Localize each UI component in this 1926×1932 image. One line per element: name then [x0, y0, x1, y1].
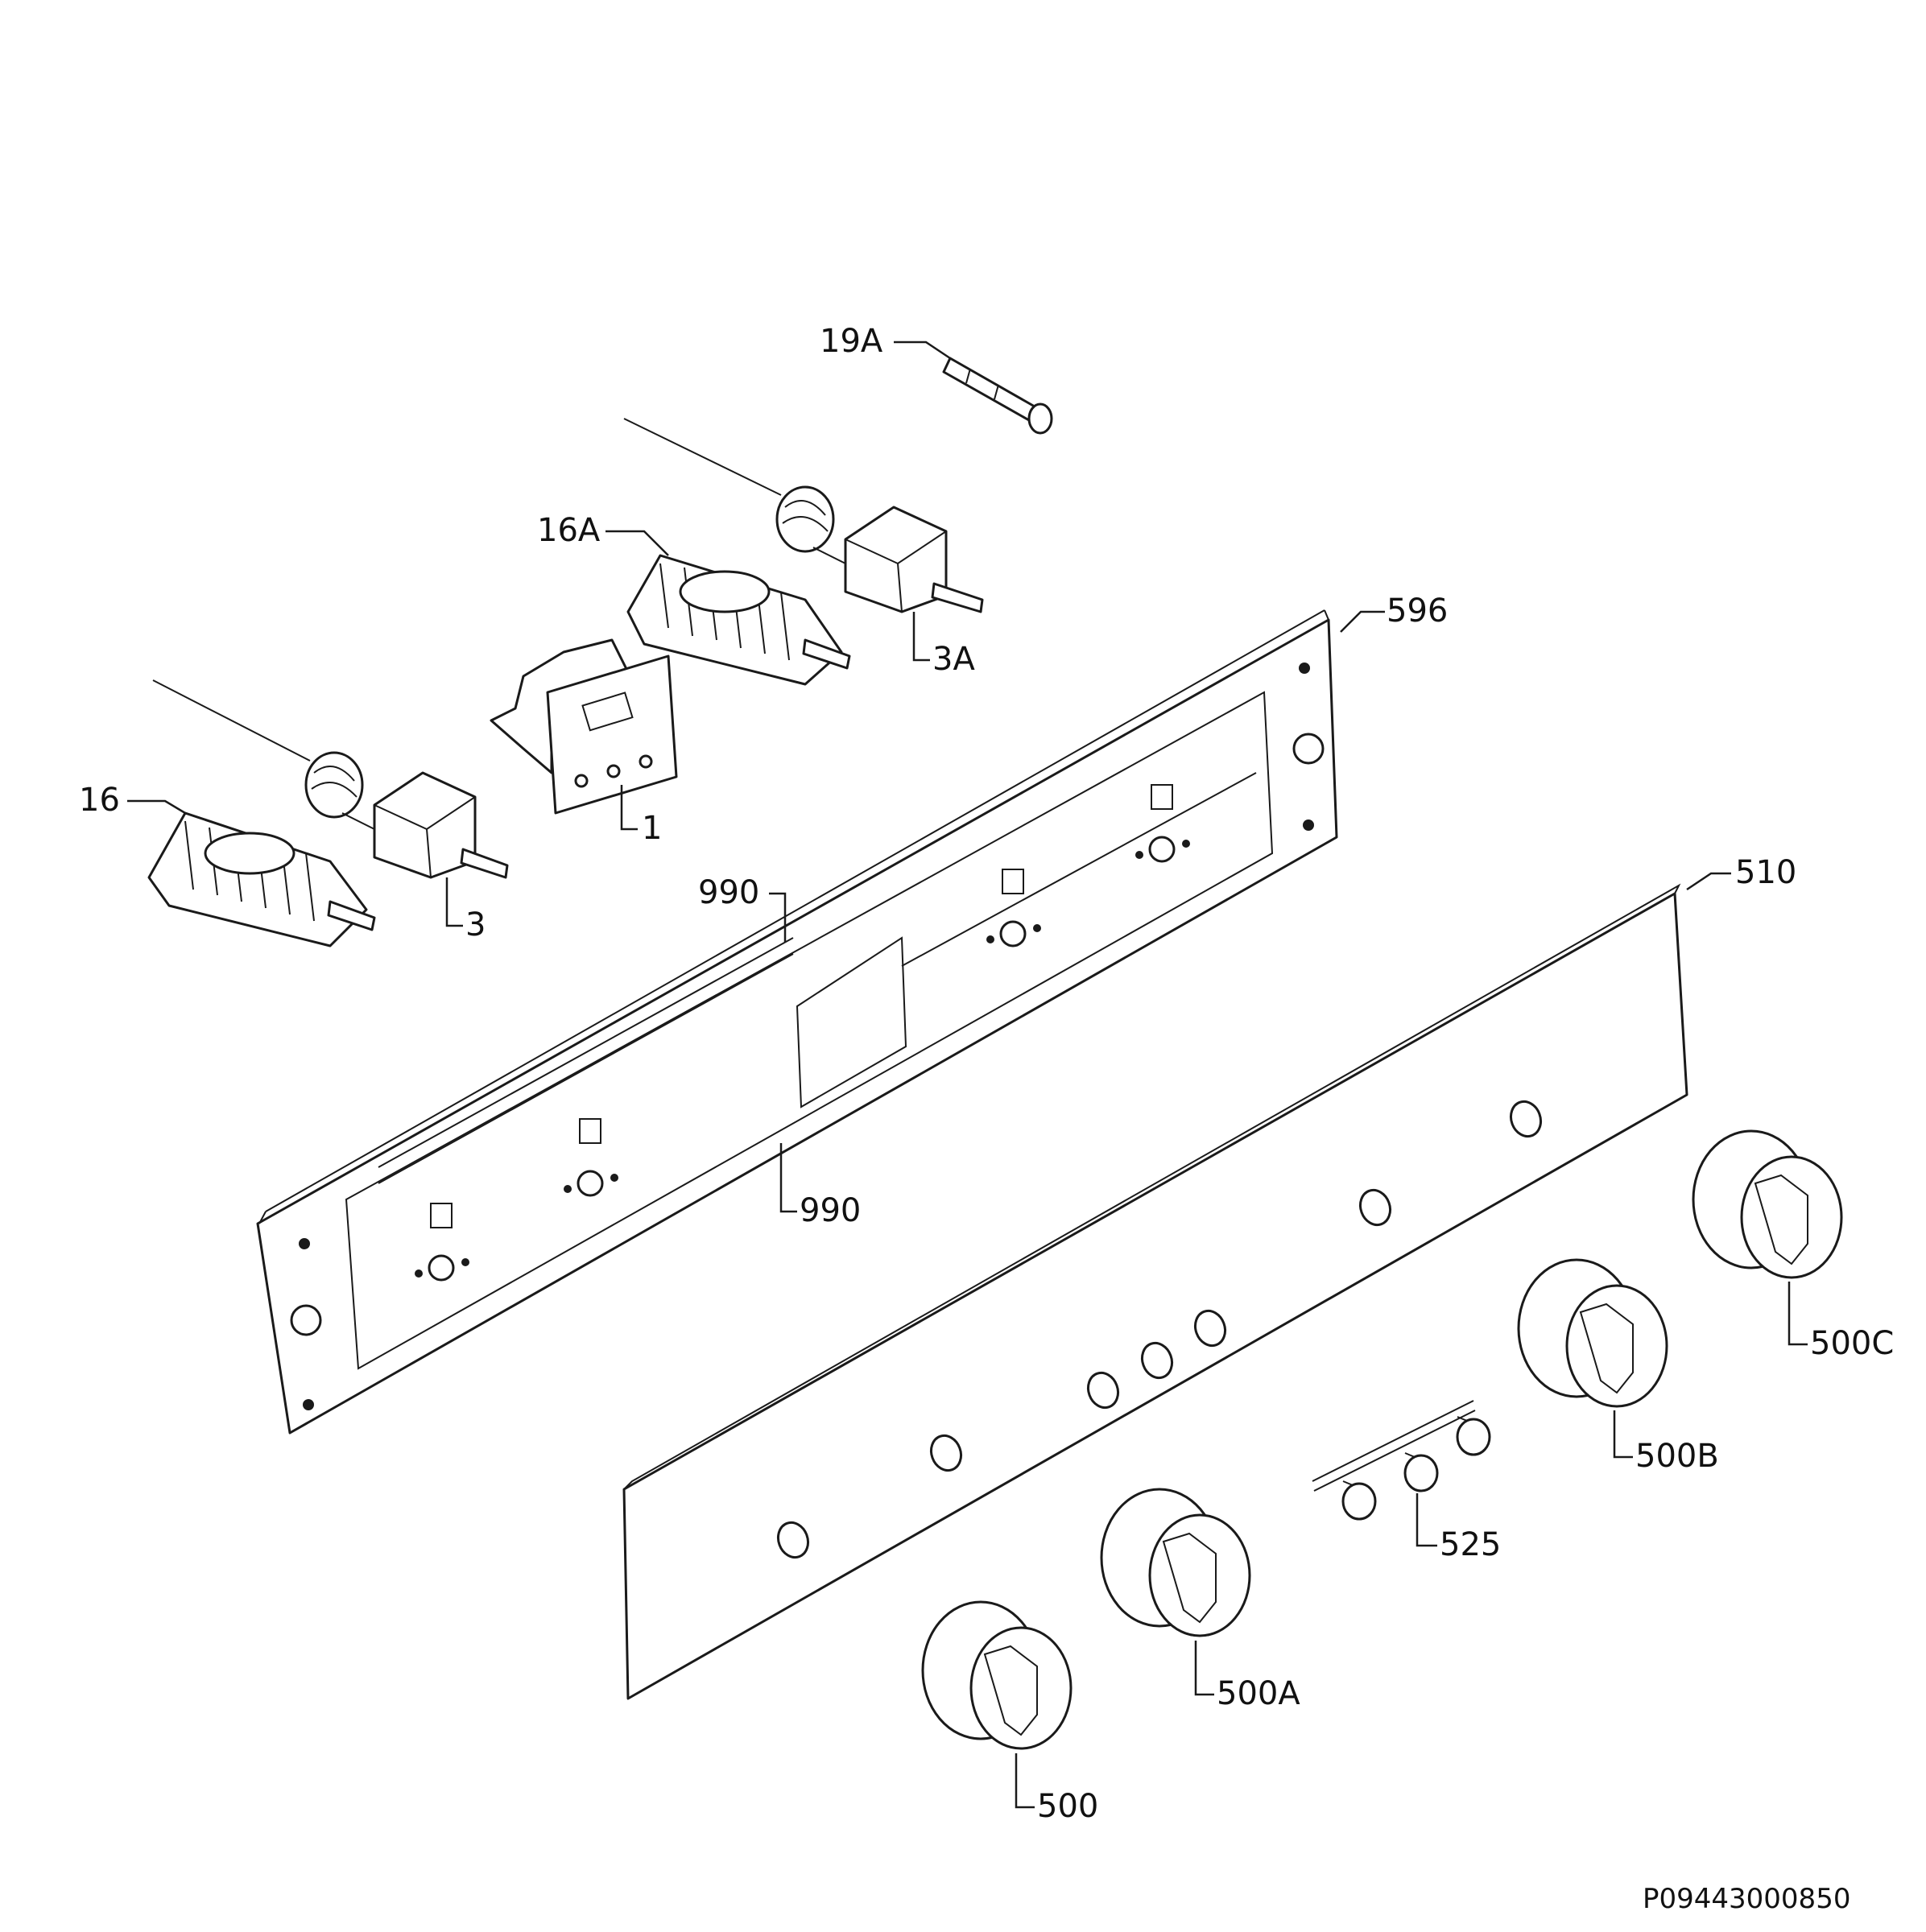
label-3a: 3A: [932, 641, 975, 678]
part-1-timer-display: 1: [490, 638, 678, 815]
label-16a: 16A: [537, 512, 601, 549]
leader-3a: [912, 612, 930, 662]
label-500a: 500A: [1217, 1675, 1300, 1712]
part-500-knob: [921, 1600, 1073, 1750]
part-510-front-fascia: [622, 883, 1688, 1700]
label-1: 1: [642, 810, 662, 847]
part-3a-thermostat: [623, 418, 984, 613]
part-3-thermostat: [152, 679, 509, 879]
part-596-control-panel-frame: [256, 609, 1338, 1435]
label-500: 500: [1037, 1788, 1098, 1825]
label-990-bottom: 990: [800, 1192, 861, 1229]
label-500b: 500B: [1635, 1438, 1719, 1475]
label-16: 16: [79, 782, 120, 819]
part-500b-knob: [1517, 1258, 1668, 1408]
part-16-selector-switch: [147, 811, 376, 947]
leader-525: [1416, 1493, 1437, 1547]
label-596: 596: [1387, 592, 1448, 630]
label-525: 525: [1440, 1526, 1501, 1563]
leader-500: [1015, 1753, 1035, 1809]
label-500c: 500C: [1810, 1325, 1894, 1362]
part-500a-knob: [1100, 1488, 1251, 1637]
label-3: 3: [465, 906, 486, 943]
label-19a: 19A: [820, 323, 883, 360]
leader-990-bottom: [779, 1143, 797, 1213]
leader-500b: [1613, 1410, 1633, 1459]
label-510: 510: [1735, 854, 1796, 891]
leader-990-top: [769, 892, 787, 942]
leader-596: [1340, 610, 1385, 633]
part-525-push-buttons: [1312, 1400, 1491, 1521]
leader-19a: [894, 341, 951, 360]
leader-500c: [1788, 1282, 1808, 1346]
leader-1: [620, 785, 638, 831]
leader-510: [1686, 872, 1731, 891]
label-990-top: 990: [698, 874, 759, 911]
leader-16: [127, 799, 186, 815]
drawing-code: P09443000850: [1643, 1883, 1850, 1915]
leader-3: [445, 877, 463, 927]
part-500c-knob: [1692, 1129, 1843, 1279]
leader-16a: [605, 530, 669, 556]
part-19a-connector: [942, 357, 1053, 435]
leader-500a: [1194, 1641, 1214, 1696]
part-16a-selector-switch: [626, 554, 851, 686]
